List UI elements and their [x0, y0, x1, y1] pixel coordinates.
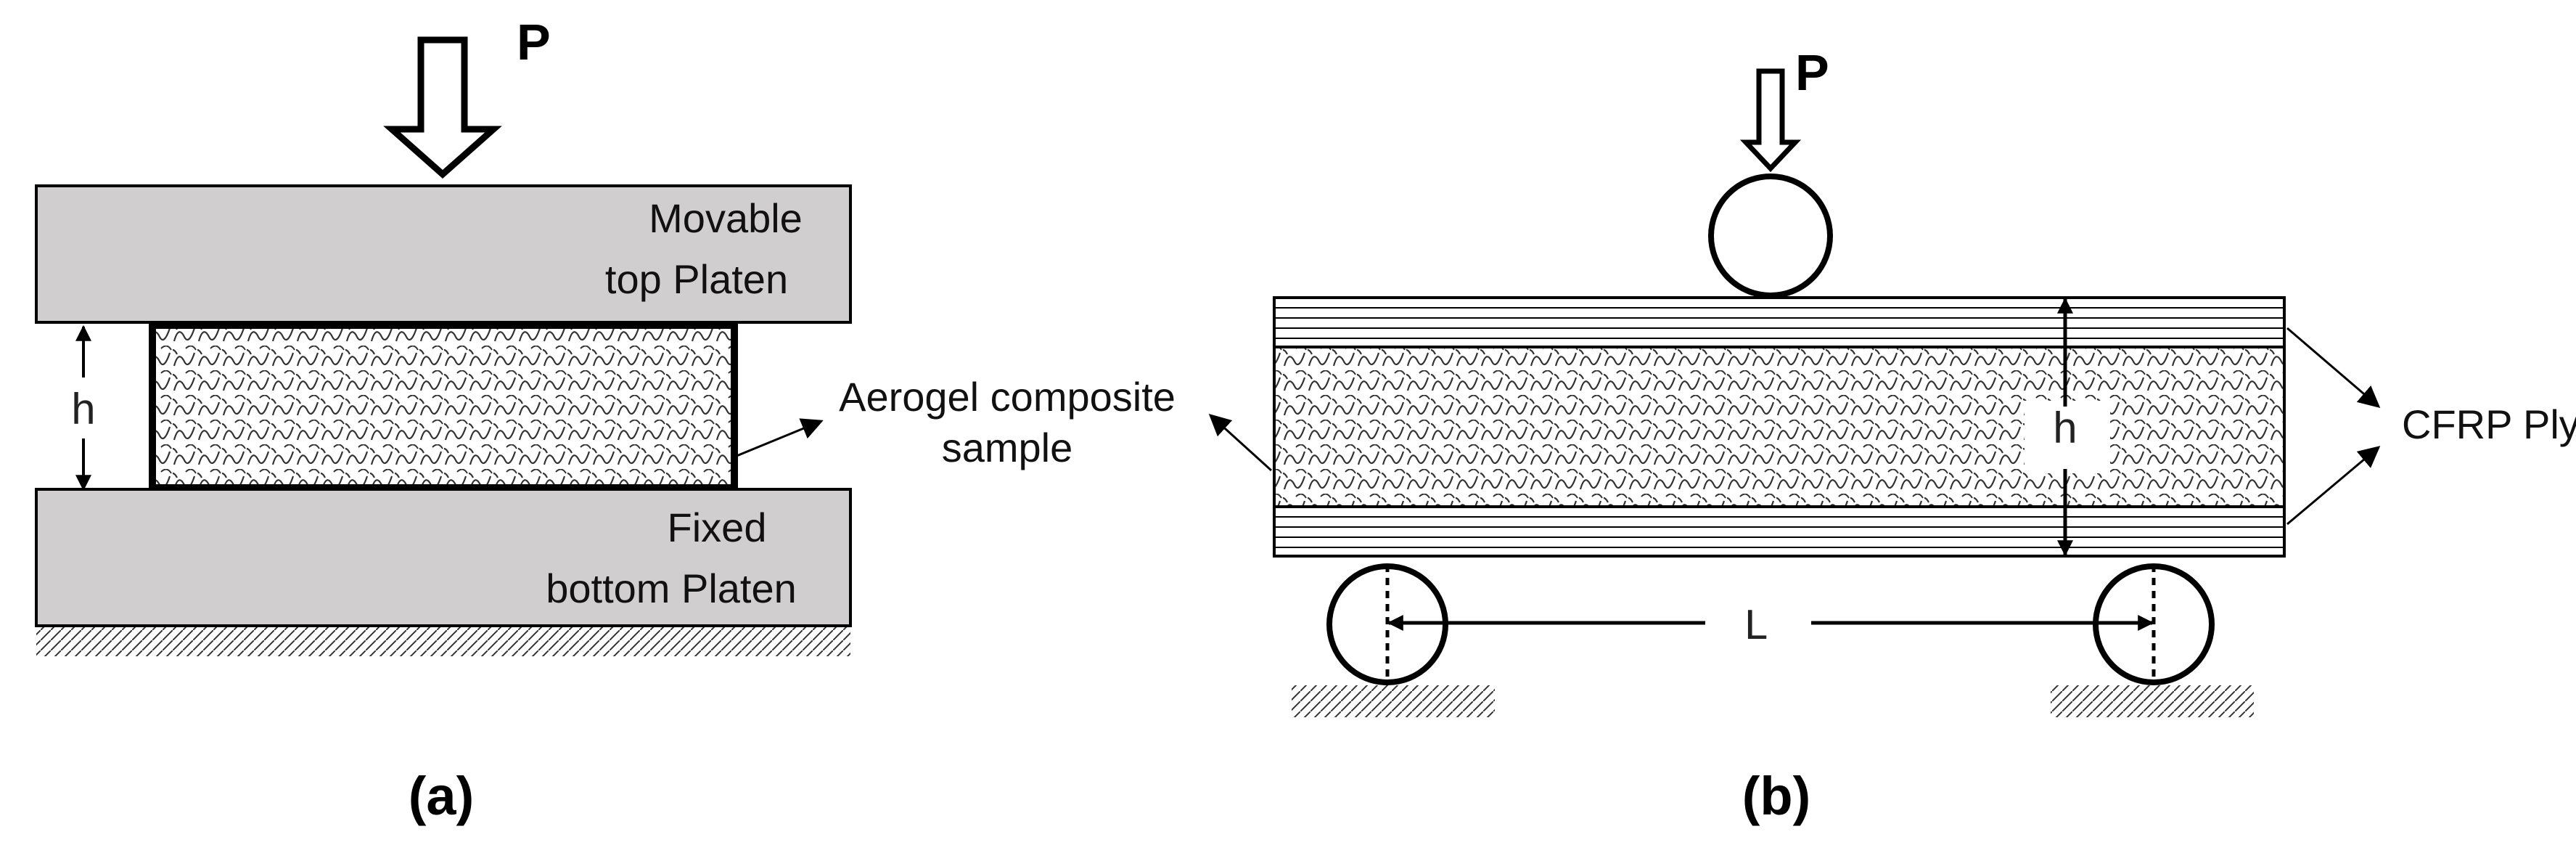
ply-label: CFRP Ply	[2402, 401, 2576, 447]
sample-label-line2: sample	[942, 425, 1073, 470]
ply-pointer-top	[2286, 327, 2381, 408]
caption-b: (b)	[1742, 766, 1811, 826]
cfrp-ply-bottom	[1273, 505, 2286, 558]
top-platen-label-line2: top Platen	[605, 256, 788, 302]
panel-a: P Movable top Platen Fixed bottom Platen…	[35, 14, 852, 656]
ply-pointer-bottom	[2286, 446, 2381, 526]
bottom-platen	[35, 488, 852, 627]
bottom-platen-label-line1: Fixed	[668, 505, 767, 550]
load-arrow-icon	[383, 36, 502, 179]
sample-pointer-b	[1208, 413, 1273, 472]
height-label-bg-b	[2025, 401, 2110, 473]
cfrp-ply-top	[1273, 296, 2286, 348]
ground-hatch-left	[1292, 685, 1495, 717]
aerogel-core	[1273, 346, 2286, 508]
ground-hatch-right	[2051, 685, 2254, 717]
loading-roller	[1708, 174, 1833, 298]
ground-hatch-a	[36, 627, 850, 656]
ply-lines-top	[1274, 307, 2284, 339]
load-label-b: P	[1795, 44, 1829, 101]
sample-pointer-a	[736, 418, 824, 457]
ply-lines-bottom	[1274, 516, 2284, 548]
load-label-a: P	[517, 14, 551, 70]
height-label-a: h	[70, 388, 97, 438]
top-platen-label-line1: Movable	[649, 195, 803, 241]
panel-b: P h	[1208, 44, 2576, 717]
load-arrow-b-icon	[1739, 68, 1802, 173]
span-label: L	[1743, 603, 1769, 653]
sample-label-line1: Aerogel composite	[839, 374, 1176, 420]
bottom-platen-label-line2: bottom Platen	[546, 566, 797, 611]
caption-a: (a)	[409, 766, 474, 826]
top-platen	[35, 184, 852, 324]
height-label-b: h	[2052, 407, 2078, 457]
aerogel-sample	[149, 322, 738, 491]
